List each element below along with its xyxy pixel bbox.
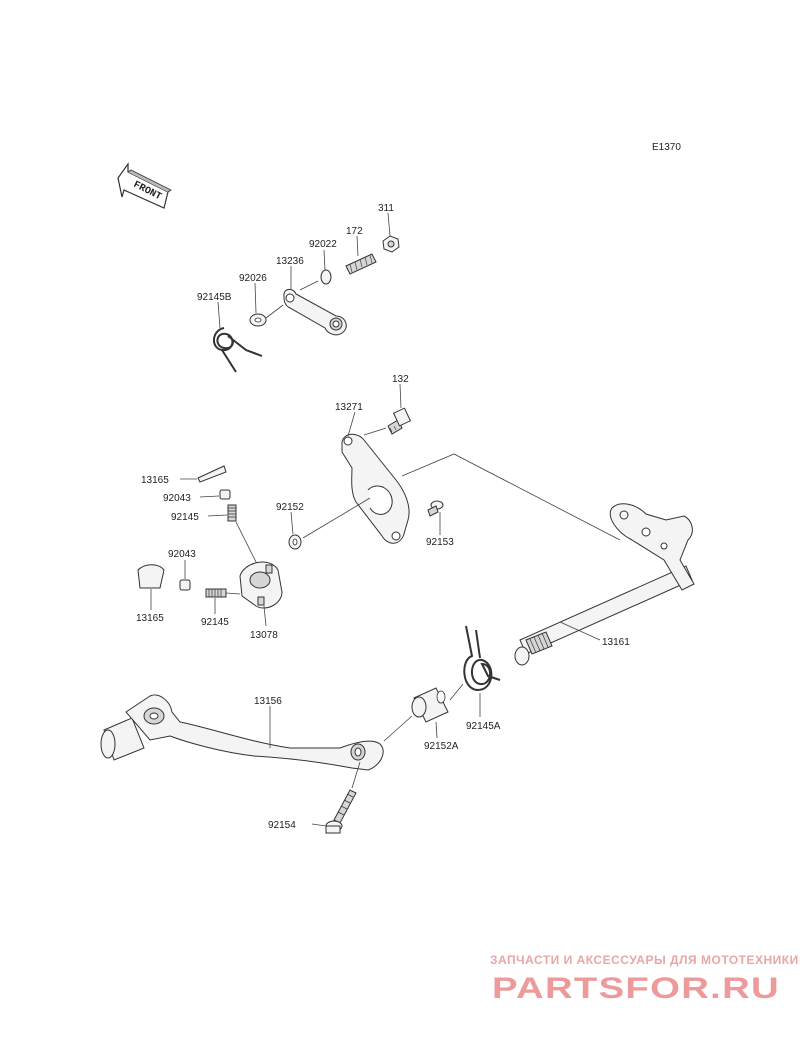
label-92145B: 92145B xyxy=(197,292,232,303)
label-92043-left: 92043 xyxy=(168,549,196,560)
label-13165-left: 13165 xyxy=(136,613,164,624)
bolt-132 xyxy=(387,407,412,435)
diagram-code: E1370 xyxy=(652,142,681,153)
label-172: 172 xyxy=(346,226,363,237)
spring-92145-top xyxy=(227,504,237,522)
label-13271: 13271 xyxy=(335,402,363,413)
label-311: 311 xyxy=(378,203,394,214)
label-92145-top: 92145 xyxy=(171,512,199,523)
label-13161: 13161 xyxy=(602,637,630,648)
spring-92145A xyxy=(463,625,501,692)
label-92154: 92154 xyxy=(268,820,296,831)
washer-92022 xyxy=(320,269,332,285)
plate-13271 xyxy=(341,433,410,544)
label-13156: 13156 xyxy=(254,696,282,707)
spring-92145-bottom xyxy=(205,588,227,598)
pedal-13156 xyxy=(100,694,384,771)
shaft-13161 xyxy=(514,503,695,666)
label-13165-top: 13165 xyxy=(141,475,169,486)
label-92152A: 92152A xyxy=(424,741,459,752)
pin-92043-left xyxy=(179,579,191,591)
label-92145A: 92145A xyxy=(466,721,501,732)
label-92152: 92152 xyxy=(276,502,304,513)
spring-92145B xyxy=(213,327,263,373)
label-92145-bottom: 92145 xyxy=(201,617,229,628)
label-92153: 92153 xyxy=(426,537,454,548)
pin-92043-top xyxy=(219,489,231,500)
front-arrow-icon: FRONT xyxy=(117,162,172,209)
label-132: 132 xyxy=(392,374,409,385)
drum-13078 xyxy=(239,561,283,609)
bolt-92154 xyxy=(325,789,357,834)
watermark-tagline: ЗАПЧАСТИ И АКСЕССУАРЫ ДЛЯ МОТОТЕХНИКИ xyxy=(490,953,799,967)
label-92022: 92022 xyxy=(309,239,337,250)
pin-13165-top xyxy=(197,465,227,483)
label-13078: 13078 xyxy=(250,630,278,641)
watermark-logo: PARTSFOR.RU xyxy=(492,972,780,1005)
screw-92153 xyxy=(427,500,444,517)
cap-13165-left xyxy=(137,564,165,589)
nut-311 xyxy=(382,235,400,253)
bolt-172 xyxy=(345,253,377,275)
label-92026: 92026 xyxy=(239,273,267,284)
label-92043-top: 92043 xyxy=(163,493,191,504)
label-13236: 13236 xyxy=(276,256,304,267)
link-13236 xyxy=(283,288,347,336)
bushing-92152A xyxy=(411,687,449,723)
